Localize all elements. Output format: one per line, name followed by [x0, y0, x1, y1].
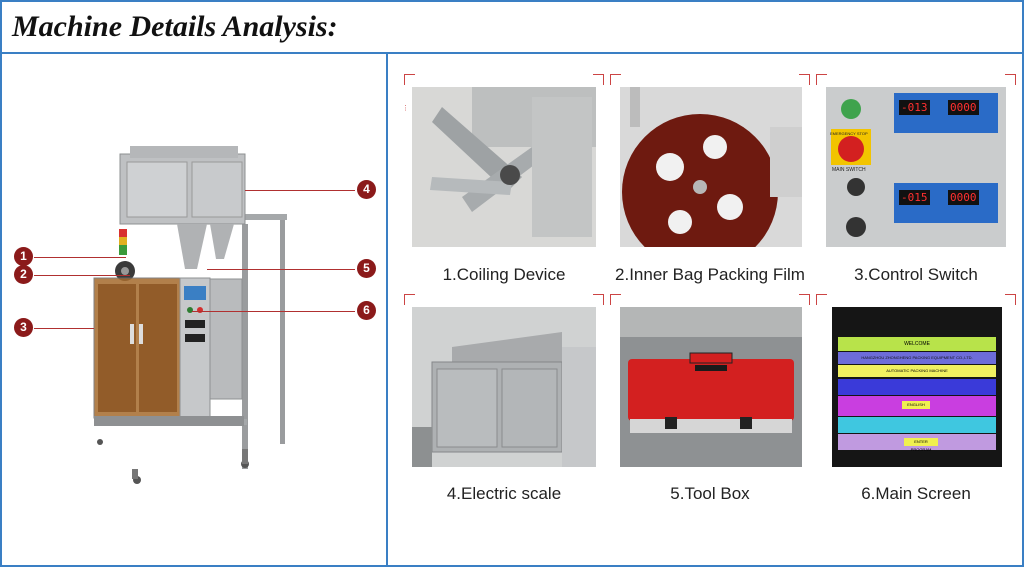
- callout-leader-2: [34, 275, 130, 276]
- counter-display-4: 0000: [948, 190, 979, 205]
- electric-scale-photo: [412, 307, 596, 467]
- counter-display-3: -015: [899, 190, 930, 205]
- detail-tile-electric-scale: [404, 294, 604, 472]
- callout-marker-6: 6: [357, 301, 376, 320]
- control-switch-photo: -013 0000 -015 0000 MAIN SWITCH EMERGENC…: [826, 87, 1006, 247]
- main-screen-photo: WELCOME HANGZHOU ZHONGHENG PACKING EQUIP…: [832, 307, 1002, 467]
- screen-welcome-bar: WELCOME: [838, 337, 996, 351]
- caption-tool-box: 5.Tool Box: [670, 484, 750, 503]
- callout-marker-3: 3: [14, 318, 33, 337]
- counter-display-2: 0000: [948, 100, 979, 115]
- tool-box-photo: [620, 307, 802, 467]
- screen-company-name: HANGZHOU ZHONGHENG PACKING EQUIPMENT CO.…: [838, 352, 996, 364]
- screen-machine-name: AUTOMATIC PACKING MACHINE: [838, 365, 996, 377]
- caption-control-switch: 3.Control Switch: [854, 265, 978, 284]
- callout-leader-5: [207, 269, 355, 270]
- machine-overview-panel: 1 2 3 4 5 6: [0, 52, 388, 567]
- detail-tile-packing-film: [610, 74, 810, 252]
- callout-marker-2: 2: [14, 265, 33, 284]
- coiling-device-photo: [412, 87, 596, 247]
- screen-blue-band: [838, 379, 996, 395]
- caption-electric-scale: 4.Electric scale: [446, 484, 562, 503]
- callout-leader-6: [192, 311, 355, 312]
- packing-film-photo: [620, 87, 802, 247]
- callout-leader-3: [34, 328, 94, 329]
- title-bar: Machine Details Analysis:: [0, 0, 1024, 54]
- callout-leader-4: [245, 190, 355, 191]
- caption-coiling-device: 1.Coiling Device: [442, 265, 566, 284]
- screen-enter-button[interactable]: ENTER PROGRAM: [904, 438, 938, 452]
- callout-leader-1: [34, 257, 126, 258]
- details-grid-panel: ⋮ 1.Coiling Device: [386, 52, 1024, 567]
- emergency-stop-label: EMERGENCY STOP: [830, 131, 868, 136]
- screen-cyan-band: [838, 417, 996, 433]
- callout-marker-1: 1: [14, 247, 33, 266]
- packing-machine-illustration: [93, 146, 287, 484]
- screen-language-button[interactable]: ENGLISH: [902, 401, 930, 409]
- page-title: Machine Details Analysis:: [12, 10, 338, 43]
- caption-main-screen: 6.Main Screen: [861, 484, 971, 503]
- main-switch-label: MAIN SWITCH: [832, 167, 866, 173]
- detail-tile-coiling-device: ⋮: [402, 74, 604, 252]
- caption-packing-film: 2.Inner Bag Packing Film: [615, 265, 805, 284]
- detail-tile-tool-box: [610, 294, 810, 472]
- detail-tile-main-screen: WELCOME HANGZHOU ZHONGHENG PACKING EQUIP…: [816, 294, 1016, 472]
- callout-marker-5: 5: [357, 259, 376, 278]
- counter-display-1: -013: [899, 100, 930, 115]
- detail-tile-control-switch: -013 0000 -015 0000 MAIN SWITCH EMERGENC…: [816, 74, 1016, 252]
- callout-marker-4: 4: [357, 180, 376, 199]
